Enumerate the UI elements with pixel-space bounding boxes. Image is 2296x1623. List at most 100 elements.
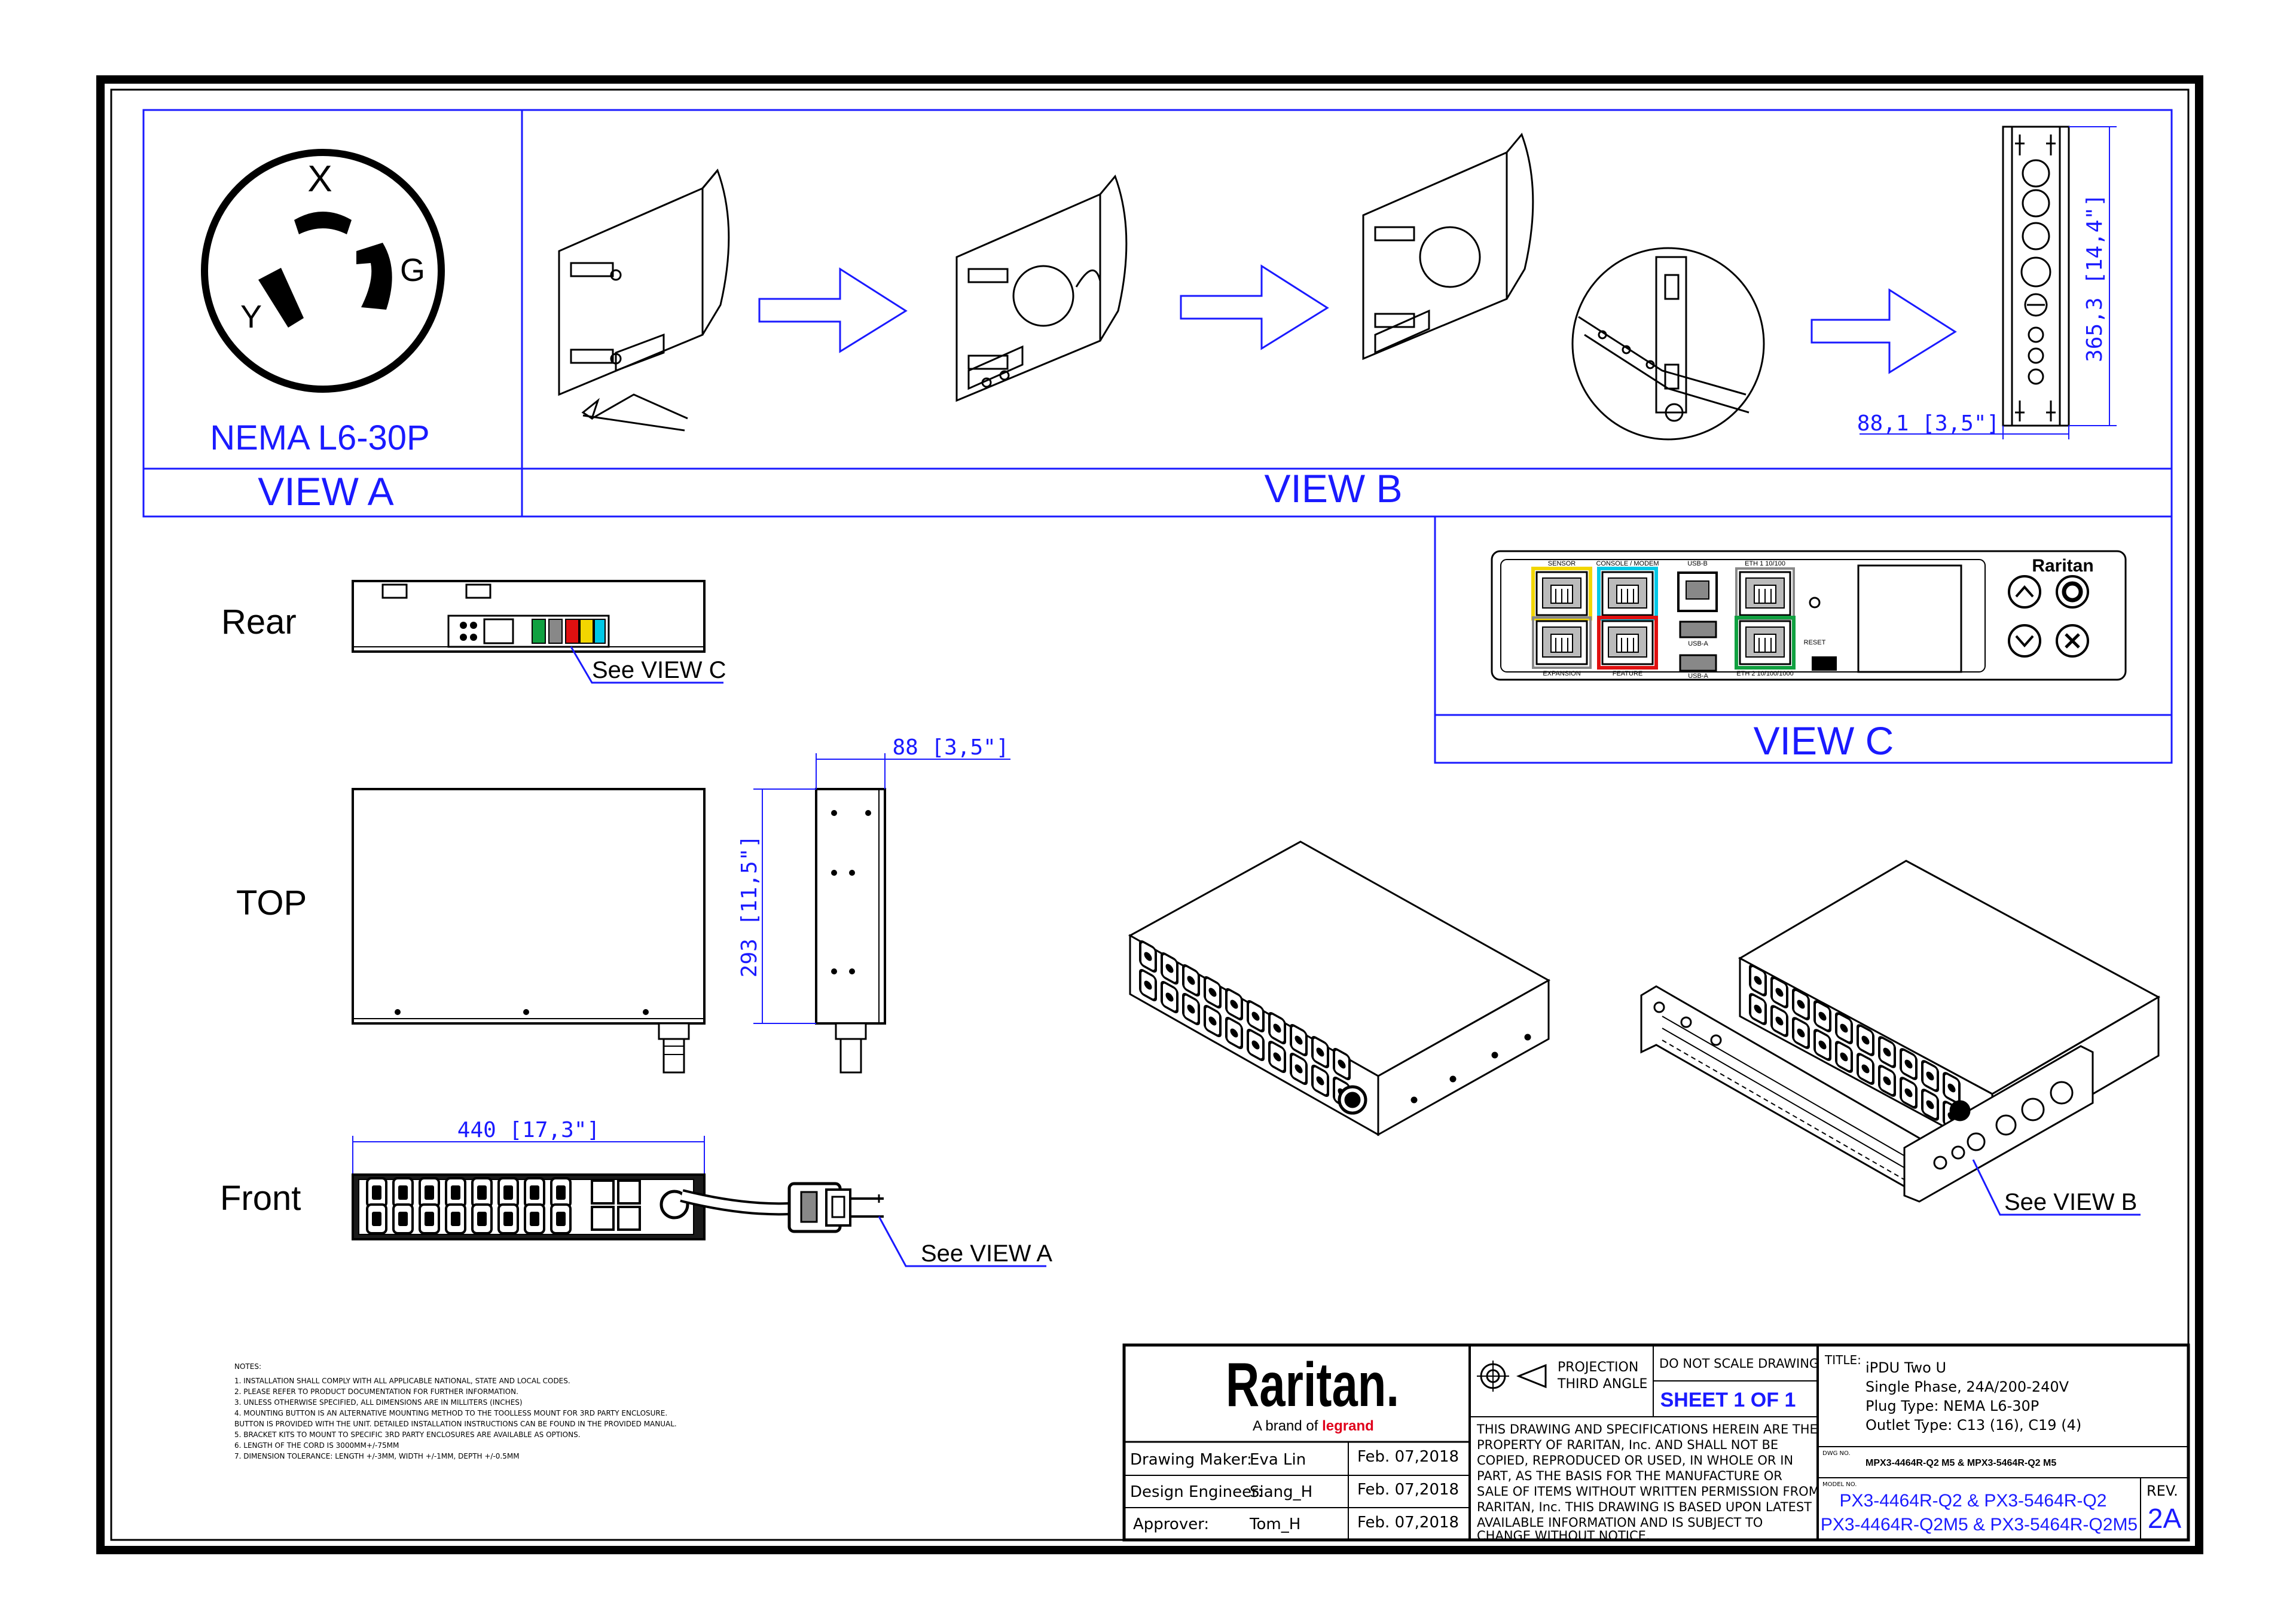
outlet-icon (366, 1177, 387, 1208)
c19-outlet-icon (591, 1206, 615, 1231)
arrow-1 (758, 267, 908, 353)
drawing-maker-label: Drawing Maker: (1130, 1451, 1252, 1469)
side-height-dimension: 293 [11,5"] (737, 835, 762, 977)
legrand-logo: legrand (1322, 1418, 1374, 1434)
panel-brand: Raritan (2032, 556, 2093, 576)
front-length-dimension: 440 [17,3"] (457, 1118, 600, 1142)
outlet-icon (497, 1177, 519, 1208)
note-item: 2. PLEASE REFER TO PRODUCT DOCUMENTATION… (234, 1387, 518, 1396)
note-item: 1. INSTALLATION SHALL COMPLY WITH ALL AP… (234, 1377, 570, 1385)
side-width-dimension: 88 [3,5"] (892, 735, 1009, 760)
pin-y-label: Y (240, 299, 262, 335)
control-panel (1491, 550, 2127, 681)
top-side-dimensions (753, 753, 1010, 1024)
design-engineer-date: Feb. 07,2018 (1357, 1481, 1459, 1499)
outlet-icon (550, 1177, 572, 1208)
see-view-a-leader (878, 1216, 1046, 1267)
outlet-icon (471, 1203, 493, 1234)
disclaimer-line: PART, AS THE BASIS FOR THE MANUFACTURE O… (1477, 1469, 1782, 1483)
sheet-number: SHEET 1 OF 1 (1660, 1389, 1796, 1411)
port-label-reset: RESET (1804, 639, 1826, 646)
model-no-label: MODEL NO. (1822, 1481, 1857, 1488)
front-dimension (352, 1136, 705, 1175)
port-label-sensor: SENSOR (1548, 560, 1576, 567)
rev-value: 2A (2148, 1503, 2182, 1534)
notes-list: 1. INSTALLATION SHALL COMPLY WITH ALL AP… (234, 1377, 677, 1460)
see-view-a: See VIEW A (921, 1240, 1052, 1267)
projection-line1: PROJECTION (1558, 1360, 1638, 1375)
third-angle-projection-icon (1477, 1361, 1547, 1392)
see-view-c-leader (570, 646, 723, 684)
sheet-outer-frame (96, 75, 2203, 1554)
view-a-label: VIEW A (258, 469, 393, 514)
view-b-label: VIEW B (1264, 466, 1402, 511)
port-label-eth1: ETH 1 10/100 (1745, 560, 1785, 567)
approver: Tom_H (1249, 1515, 1300, 1533)
disclaimer-line: COPIED, REPRODUCED OR USED, IN WHOLE OR … (1477, 1453, 1793, 1468)
see-view-b: See VIEW B (2004, 1189, 2137, 1215)
pin-x-label: X (307, 158, 332, 200)
bracket-step-3 (1362, 133, 1765, 441)
title-block-lines (1122, 1343, 2190, 1542)
design-engineer: Siang_H (1250, 1483, 1312, 1501)
title-block-brand-sub: A brand of legrand (1253, 1418, 1374, 1434)
side-view (815, 788, 886, 1074)
outlet-icon (445, 1177, 466, 1208)
port-label-eth2: ETH 2 10/100/1000 (1736, 670, 1793, 677)
outlet-icon (550, 1203, 572, 1234)
title-line: Outlet Type: C13 (16), C19 (4) (1866, 1417, 2081, 1434)
see-view-c: See VIEW C (592, 657, 726, 683)
see-view-b-leader (1972, 1159, 2141, 1216)
arrow-3 (1810, 288, 1957, 374)
c19-outlet-icon (617, 1179, 641, 1205)
title-block-brand: Raritan. (1226, 1350, 1399, 1420)
outlet-icon (419, 1203, 440, 1234)
bracket-step-1 (558, 169, 730, 432)
bracket-step-2 (955, 175, 1128, 402)
note-item: 7. DIMENSION TOLERANCE: LENGTH +/-3MM, W… (234, 1452, 520, 1460)
c19-outlet-icon (591, 1179, 615, 1205)
port-label-usb-a2: USB-A (1688, 673, 1708, 680)
outlet-icon (419, 1177, 440, 1208)
port-label-usb-a1: USB-A (1688, 640, 1708, 647)
note-item: 4. MOUNTING BUTTON IS AN ALTERNATIVE MOU… (234, 1409, 667, 1417)
dwg-no-label: DWG NO. (1822, 1450, 1851, 1457)
isometric-pdu (1128, 840, 1551, 1136)
disclaimer-line: THIS DRAWING AND SPECIFICATIONS HEREIN A… (1476, 1422, 1818, 1436)
outlet-icon (392, 1203, 414, 1234)
disclaimer-line: AVAILABLE INFORMATION AND IS SUBJECT TO (1477, 1515, 1763, 1530)
port-label-expansion: EXPANSION (1543, 670, 1580, 677)
front-label: Front (220, 1179, 301, 1218)
view-c-frame (1434, 516, 2173, 764)
model-no-line1: PX3-4464R-Q2 & PX3-5464R-Q2 (1840, 1491, 2107, 1511)
design-engineer-label: Design Engineer: (1130, 1483, 1263, 1501)
outlet-icon (524, 1203, 545, 1234)
plug-name: NEMA L6-30P (210, 418, 430, 457)
port-label-feature: FEATURE (1613, 670, 1643, 677)
port-label-usb-b: USB-B (1687, 560, 1708, 567)
view-b-dimensions (1860, 126, 2117, 439)
view-b-width-dimension: 88,1 [3,5"] (1857, 411, 1999, 436)
drawing-maker-date: Feb. 07,2018 (1357, 1448, 1459, 1466)
brand-sub-prefix: A brand of (1253, 1418, 1318, 1434)
approver-date: Feb. 07,2018 (1357, 1514, 1459, 1532)
title-line: Single Phase, 24A/200-240V (1866, 1379, 2069, 1395)
title-line: Plug Type: NEMA L6-30P (1866, 1398, 2039, 1414)
top-label: TOP (236, 884, 307, 922)
approver-label: Approver: (1133, 1515, 1209, 1533)
view-ab-frame (142, 109, 2173, 518)
disclaimer-line: SALE OF ITEMS WITHOUT WRITTEN PERMISSION… (1477, 1484, 1819, 1499)
port-label-console: CONSOLE / MODEM (1596, 560, 1659, 567)
disclaimer-line: PROPERTY OF RARITAN, Inc. AND SHALL NOT … (1477, 1438, 1778, 1452)
do-not-scale: DO NOT SCALE DRAWING (1659, 1356, 1819, 1371)
disclaimer-line: RARITAN, Inc. THIS DRAWING IS BASED UPON… (1477, 1500, 1812, 1514)
note-item: 5. BRACKET KITS TO MOUNT TO SPECIFIC 3RD… (234, 1431, 581, 1439)
title-line: iPDU Two U (1866, 1359, 1946, 1376)
outlet-icon (366, 1203, 387, 1234)
nema-plug-face: X Y G (201, 149, 445, 393)
notes-heading: NOTES: (234, 1362, 261, 1371)
rear-view (352, 580, 706, 653)
view-b-depth-dimension: 365,3 [14,4"] (2083, 194, 2107, 362)
outlet-icon (392, 1177, 414, 1208)
